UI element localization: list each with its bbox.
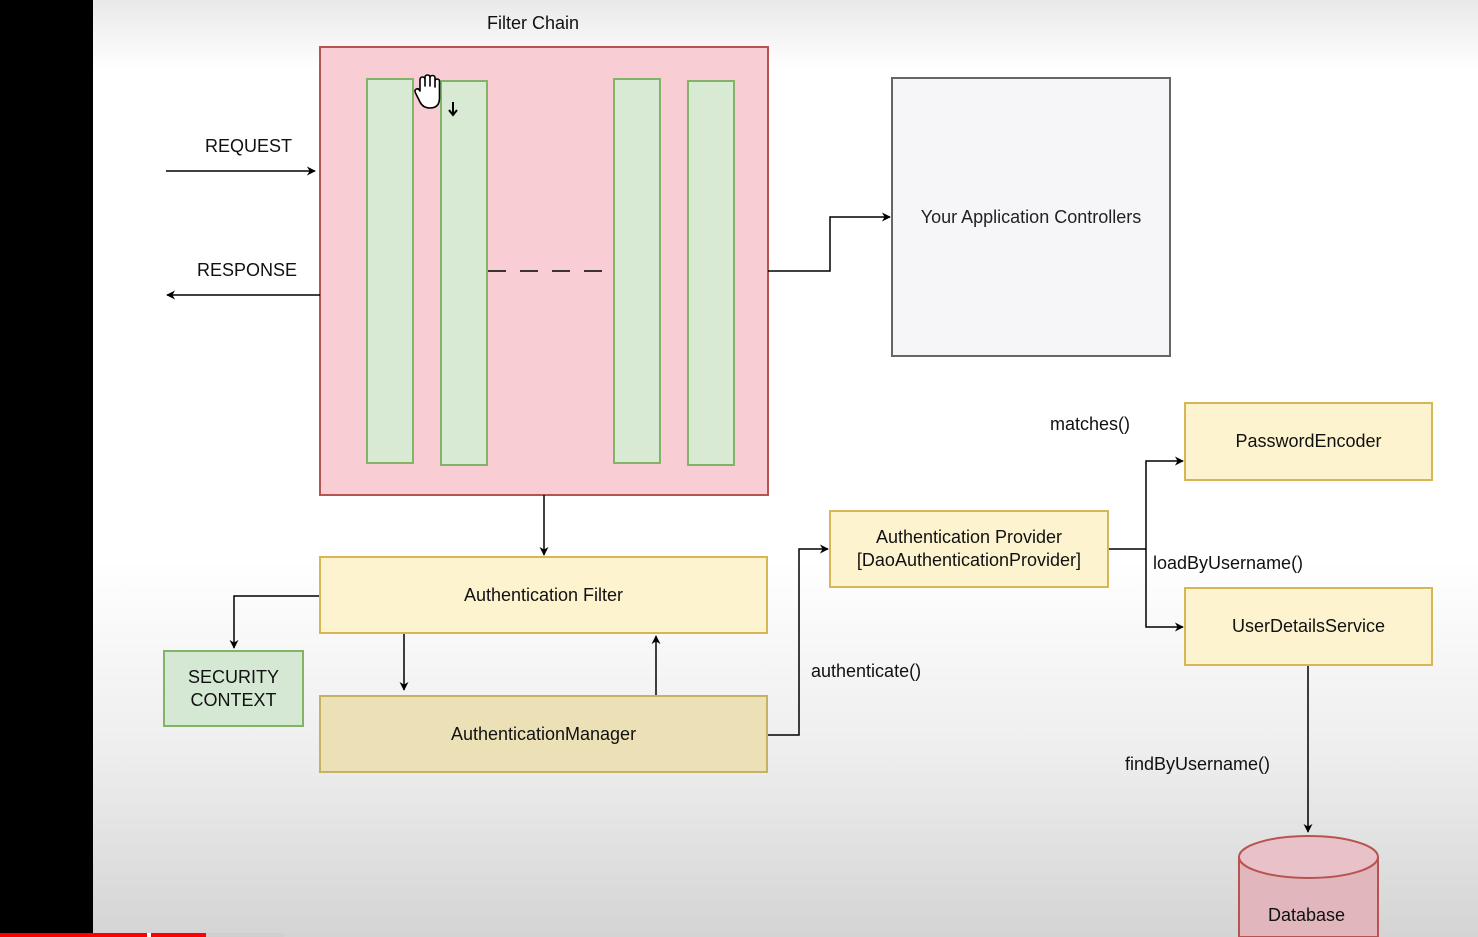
authentication-provider-label-line1: Authentication Provider — [875, 527, 1063, 547]
security-context-box[interactable]: SECURITY CONTEXT — [163, 650, 304, 727]
video-progress-buffered — [206, 933, 284, 937]
database-cylinder — [1238, 835, 1379, 937]
filter-1[interactable] — [366, 78, 414, 464]
authentication-filter-box[interactable]: Authentication Filter — [319, 556, 768, 634]
authentication-manager-box[interactable]: AuthenticationManager — [319, 695, 768, 773]
password-encoder-label: PasswordEncoder — [1235, 431, 1382, 451]
application-controllers-label-box[interactable]: Your Application Controllers — [892, 78, 1170, 356]
manager-to-provider-arrow — [768, 544, 829, 736]
provider-to-password-encoder-arrow — [1145, 456, 1184, 549]
application-controllers-label: Your Application Controllers — [920, 206, 1142, 227]
user-details-service-box[interactable]: UserDetailsService — [1184, 587, 1433, 666]
user-details-service-label: UserDetailsService — [1231, 616, 1386, 636]
authentication-manager-label: AuthenticationManager — [450, 723, 637, 744]
response-label: RESPONSE — [197, 260, 298, 280]
load-by-username-call-label: loadByUsername() — [1153, 553, 1304, 573]
filter-4[interactable] — [687, 80, 735, 466]
security-context-label-line1: SECURITY — [187, 666, 279, 687]
left-black-border — [0, 0, 93, 937]
filter-3[interactable] — [613, 78, 661, 464]
matches-call-label: matches() — [1050, 414, 1131, 434]
request-label: REQUEST — [205, 136, 293, 156]
find-by-username-call-label: findByUsername() — [1125, 754, 1271, 774]
security-context-label-line2: CONTEXT — [190, 689, 277, 710]
authentication-provider-box[interactable]: Authentication Provider [DaoAuthenticati… — [829, 510, 1109, 588]
provider-to-user-details-service-arrow — [1145, 549, 1184, 632]
application-controllers-box — [891, 77, 1171, 357]
filter-2[interactable] — [440, 80, 488, 466]
video-progress-played — [0, 933, 206, 937]
authentication-filter-label: Authentication Filter — [463, 584, 624, 605]
auth-filter-to-security-context-arrow — [229, 595, 320, 649]
video-progress-chapter-gap — [147, 933, 151, 937]
password-encoder-box[interactable]: PasswordEncoder — [1184, 402, 1433, 481]
authentication-provider-label-line2: [DaoAuthenticationProvider] — [856, 550, 1082, 570]
filter-chain-title: Filter Chain — [487, 13, 580, 33]
chain-to-controllers-arrow — [768, 212, 891, 272]
database-label: Database — [1268, 905, 1346, 925]
authenticate-call-label: authenticate() — [811, 661, 922, 681]
